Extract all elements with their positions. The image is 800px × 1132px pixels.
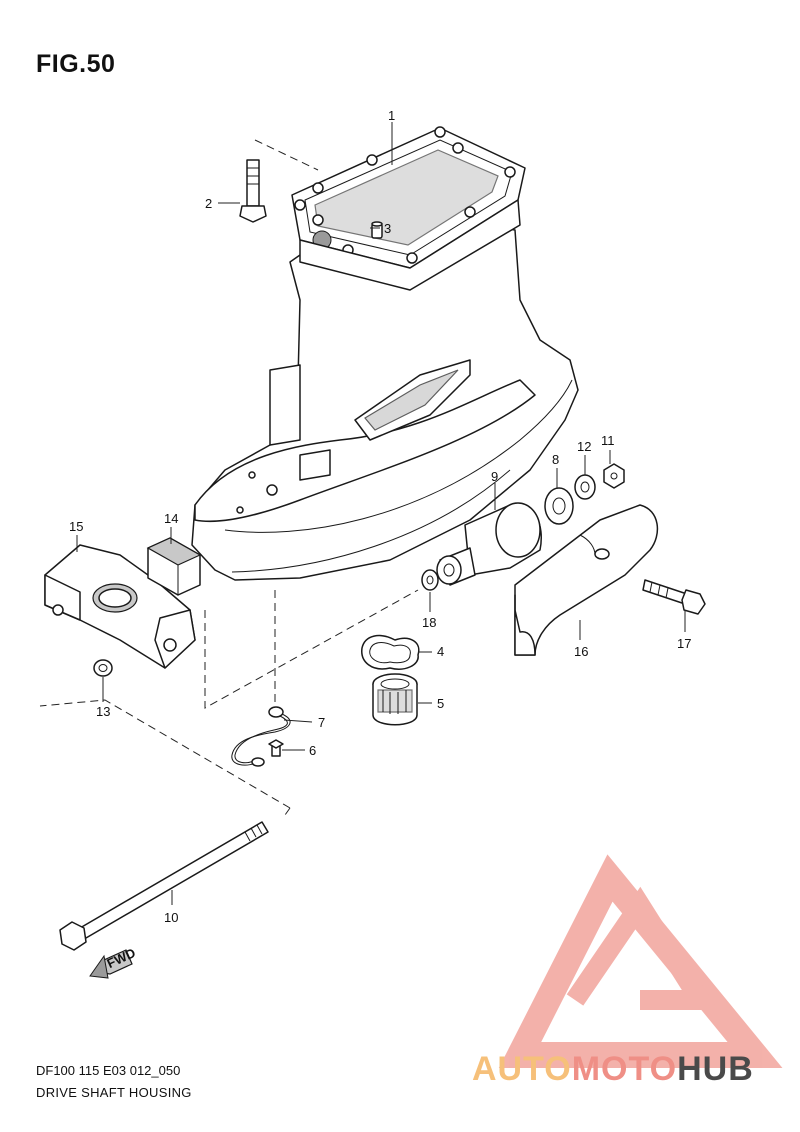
part-label-6: 6 [309,743,316,758]
washer-8 [544,487,574,525]
watermark-part-auto: AUTO [472,1050,572,1088]
part-label-16: 16 [574,644,588,659]
part-labels: 1 2 3 4 5 6 7 8 9 10 11 12 13 14 15 16 1… [69,108,691,925]
part-label-7: 7 [318,715,325,730]
part-label-9: 9 [491,469,498,484]
part-label-18: 18 [422,615,436,630]
washer-12 [574,474,596,500]
leader-lines [76,122,686,905]
dowel-pin [371,221,383,239]
long-stud-bolt [59,821,269,951]
figure-title: FIG.50 [36,50,116,78]
figure-name: DRIVE SHAFT HOUSING [36,1085,192,1100]
part-label-1: 1 [388,108,395,123]
watermark-logo [498,854,783,1068]
fwd-arrow-icon: FWD [89,945,138,979]
part-label-3: 3 [384,221,391,236]
figure-code: DF100 115 E03 012_050 [36,1063,181,1078]
part-label-5: 5 [437,696,444,711]
washer-18 [421,569,439,591]
part-label-12: 12 [577,439,591,454]
gasket [361,634,420,670]
watermark-part-moto: MOTO [571,1050,678,1088]
part-label-2: 2 [205,196,212,211]
nut-11 [603,463,625,489]
part-label-14: 14 [164,511,178,526]
part-label-10: 10 [164,910,178,925]
watermark-text: AUTOMOTOHUB [472,1050,754,1089]
mount-cover [514,504,659,656]
needle-bearing [372,673,418,726]
rubber-pad [146,537,202,596]
part-label-15: 15 [69,519,83,534]
watermark-part-hub: HUB [677,1050,754,1088]
housing-bolt [239,159,267,223]
mount-bushing [436,502,542,586]
ground-wire [231,706,291,767]
mount-bolt [642,579,706,615]
lower-mount-housing [44,544,196,669]
drive-shaft-housing [191,126,579,581]
ground-screw [268,739,284,757]
washer-13 [93,659,113,677]
part-label-13: 13 [96,704,110,719]
part-label-11: 11 [601,433,615,448]
part-label-8: 8 [552,452,559,467]
part-label-4: 4 [437,644,444,659]
part-label-17: 17 [677,636,691,651]
assembly-guide-lines [39,139,419,816]
